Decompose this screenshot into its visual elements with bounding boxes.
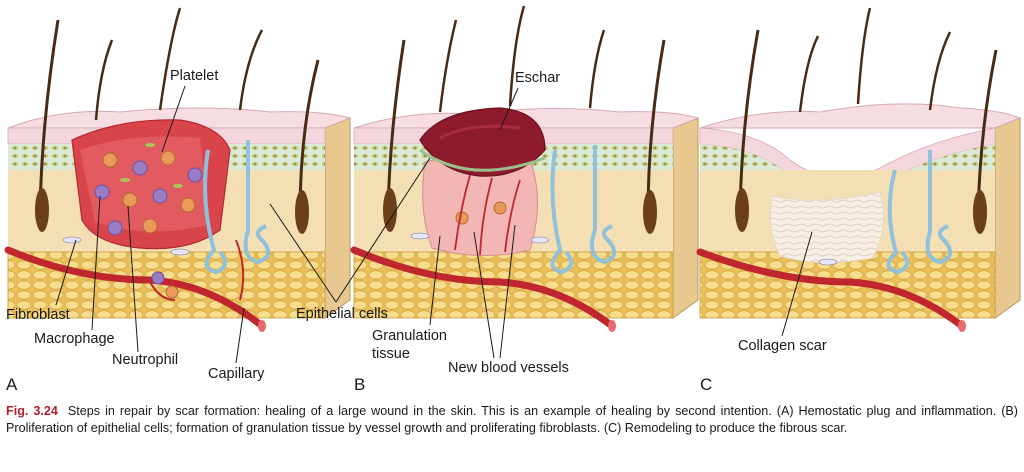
label-fibroblast: Fibroblast bbox=[6, 307, 70, 323]
panel-c-skin-block bbox=[696, 7, 1022, 332]
leader-lines bbox=[55, 85, 813, 364]
label-platelet: Platelet bbox=[170, 68, 218, 84]
label-epithelial-cells: Epithelial cells bbox=[296, 306, 388, 322]
label-capillary: Capillary bbox=[208, 366, 265, 382]
caption-text: Steps in repair by scar formation: heali… bbox=[6, 404, 1018, 435]
panel-letter-a: A bbox=[6, 375, 18, 394]
label-neutrophil: Neutrophil bbox=[112, 352, 178, 368]
label-new-blood-vessels: New blood vessels bbox=[448, 360, 569, 376]
label-granulation-line1: Granulation bbox=[372, 328, 447, 344]
label-macrophage: Macrophage bbox=[34, 331, 115, 347]
label-collagen-scar: Collagen scar bbox=[738, 338, 827, 354]
label-granulation-line2: tissue bbox=[372, 346, 410, 362]
panel-a-skin-block bbox=[4, 7, 352, 332]
figure-number: Fig. 3.24 bbox=[6, 404, 58, 418]
label-eschar: Eschar bbox=[515, 70, 560, 86]
figure-caption: Fig. 3.24 Steps in repair by scar format… bbox=[6, 403, 1018, 437]
panel-b-skin-block bbox=[350, 5, 700, 332]
panel-letter-b: B bbox=[354, 375, 365, 394]
skin-repair-diagram: Platelet Fibroblast Macrophage Neutrophi… bbox=[4, 5, 1022, 394]
panel-letter-c: C bbox=[700, 375, 712, 394]
